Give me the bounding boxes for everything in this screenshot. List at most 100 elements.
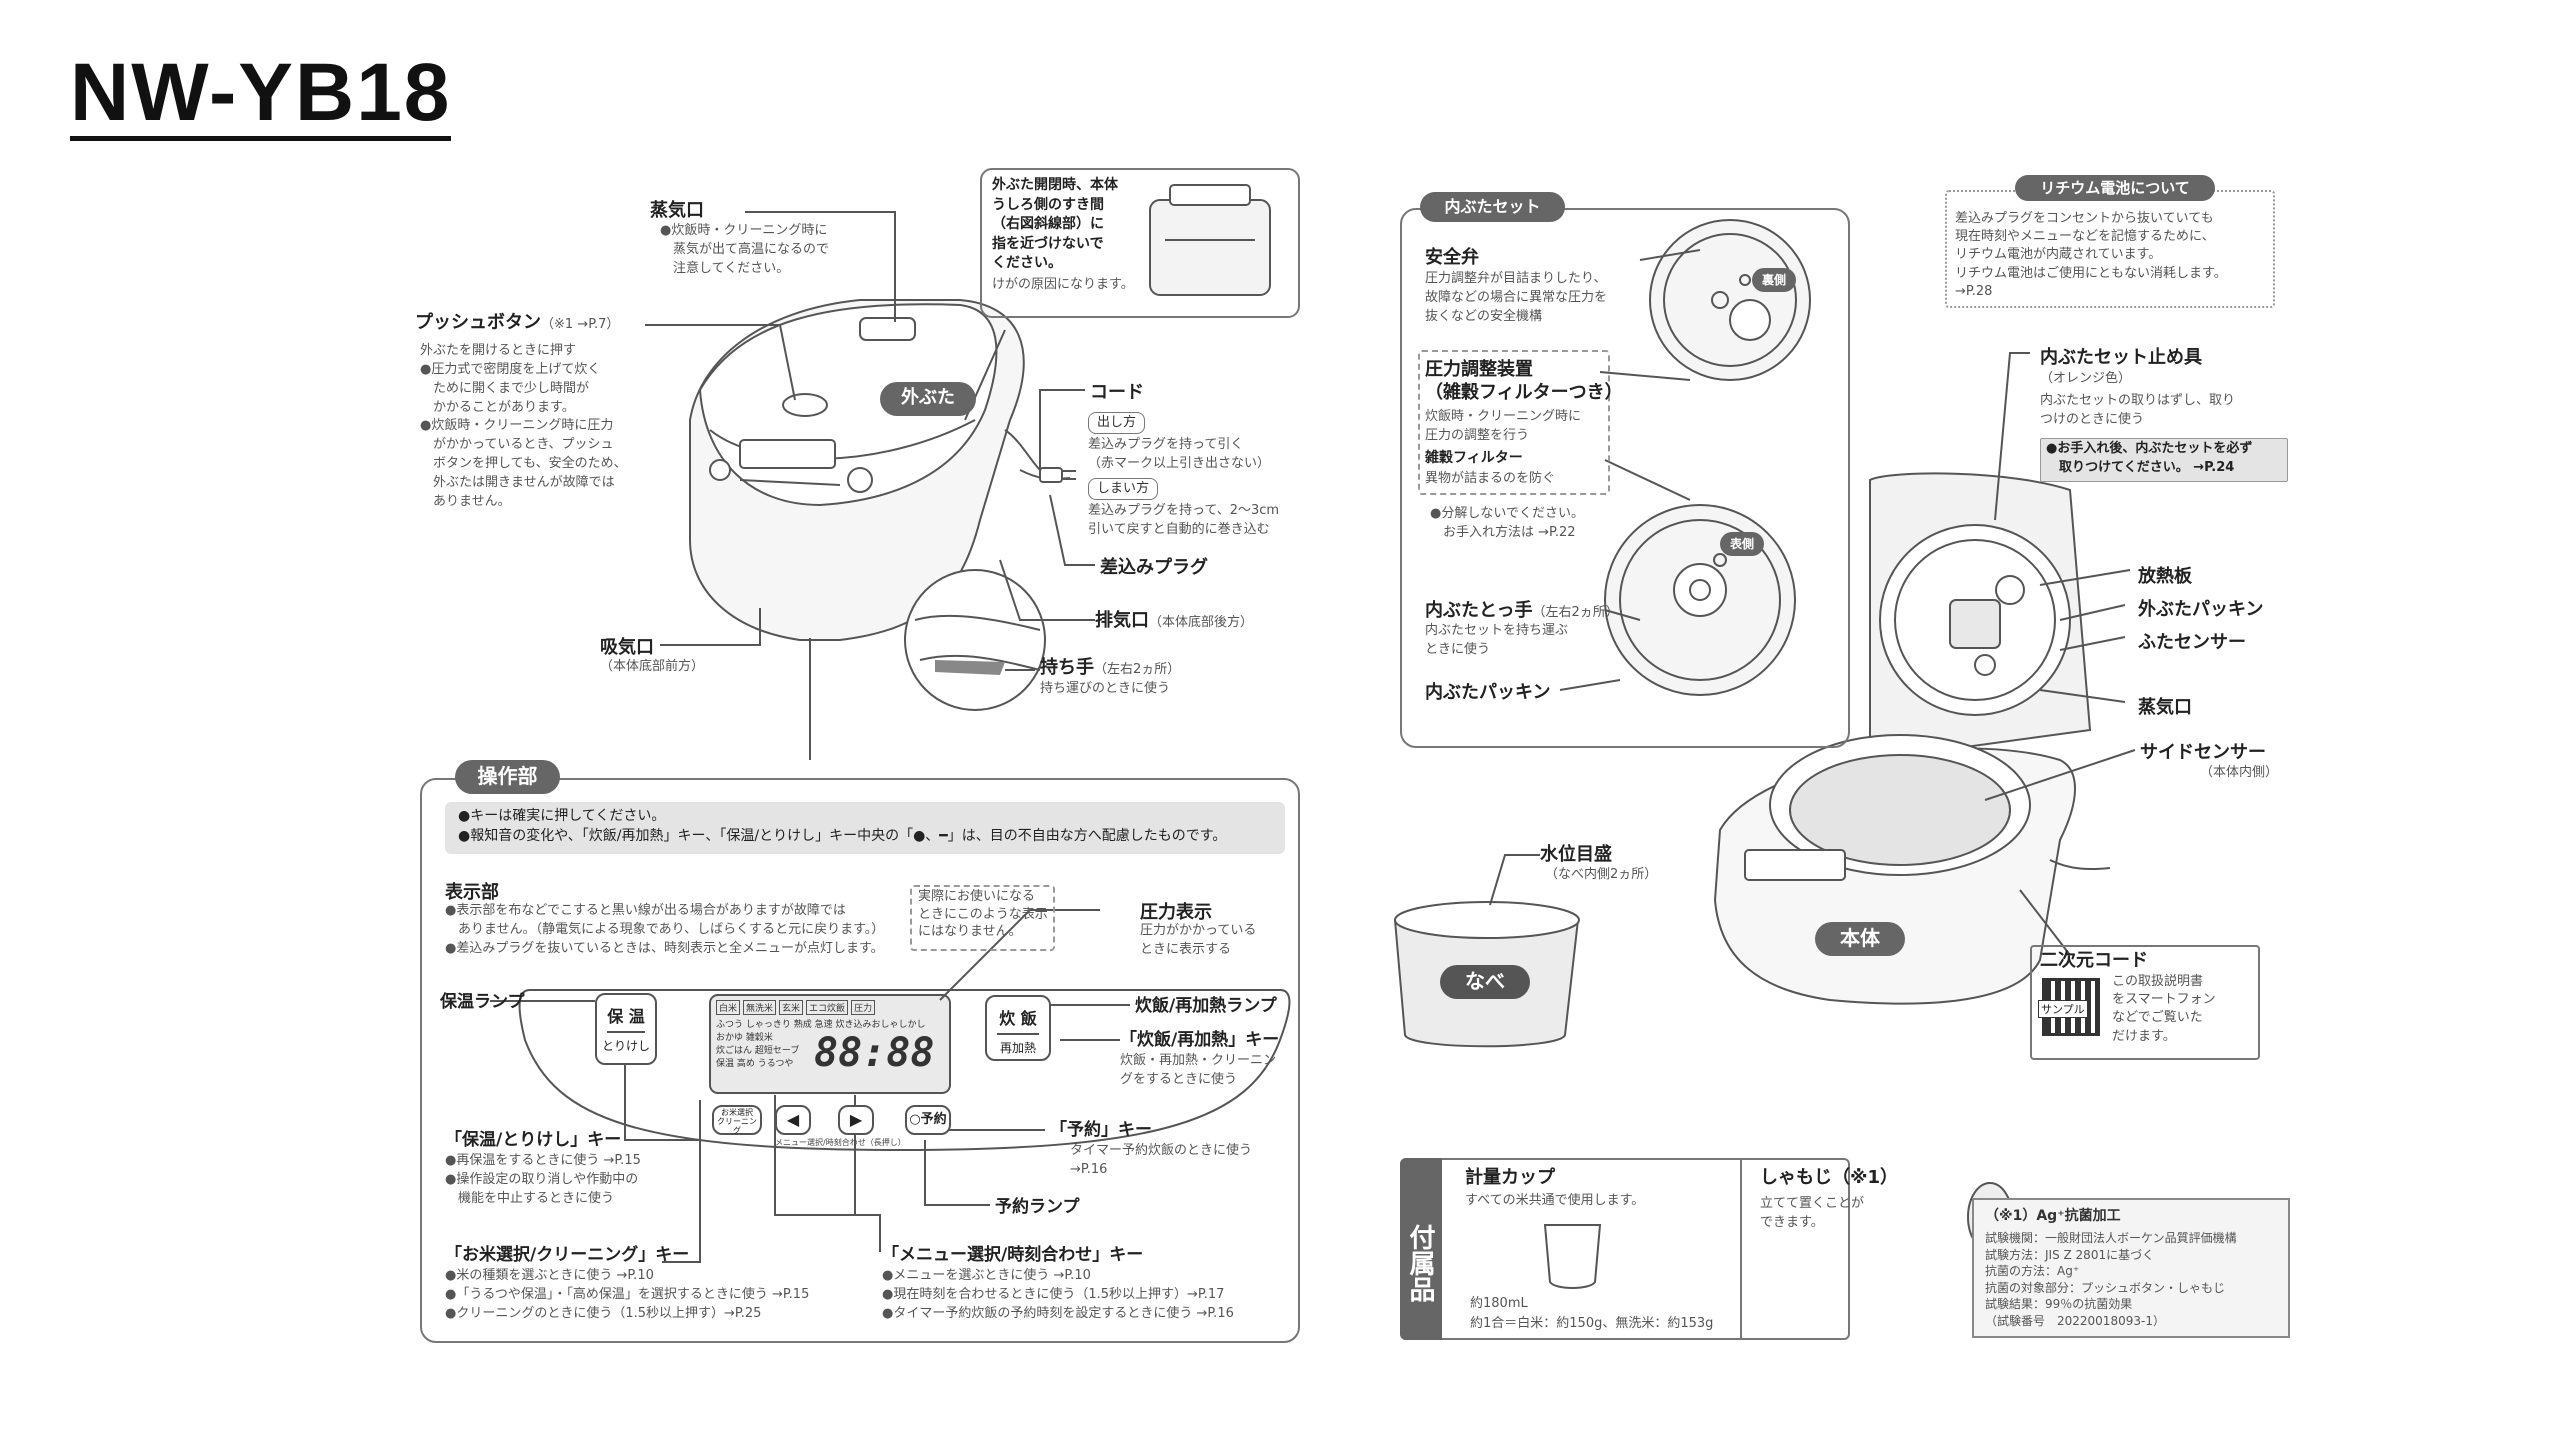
intake-note: （本体底部前方）: [600, 659, 705, 674]
side-sensor-note: （本体内側）: [2200, 765, 2279, 780]
care-note-bg: [2040, 438, 2288, 482]
lcd-time: 88:88: [814, 1030, 935, 1076]
qr-box: [2030, 945, 2260, 1060]
accessories-divider: [1740, 1158, 1742, 1340]
rice-key-desc: ●米の種類を選ぶときに使う →P.10●「うるつや保温」・「高め保温」を選択する…: [445, 1268, 810, 1321]
steam-vent-desc: ●炊飯時・クリーニング時に 蒸気が出て高温になるので 注意してください。: [660, 223, 830, 276]
heat-plate-label: 放熱板: [2138, 566, 2192, 587]
lcd-row: 保温 高め うるつや: [716, 1059, 794, 1069]
lid-stopper-note: （オレンジ色）: [2040, 371, 2132, 386]
menu-button-caption: メニュー選択/時刻合わせ（長押し）: [775, 1138, 906, 1147]
lcd-row: ふつう しゃっきり 熟成 急速 炊き込みおしゃしかし: [716, 1020, 926, 1030]
display-desc: ●表示部を布などでこすると黒い線が出る場合がありますが故障では ありません。（静…: [445, 903, 885, 956]
antibac-box: [1972, 1198, 2290, 1338]
safety-valve-label: 安全弁: [1425, 247, 1479, 268]
cord-in-tag: しまい方: [1088, 478, 1159, 500]
lcd-mode: 圧力: [851, 1000, 876, 1015]
outer-gasket-label: 外ぶたパッキン: [2138, 599, 2264, 620]
cord-out-desc: 差込みプラグを持って引く（赤マーク以上引き出さない）: [1088, 437, 1271, 471]
push-button-label: プッシュボタン（※1 →P.7）: [415, 312, 620, 333]
outer-lid-tag: 外ぶた: [880, 382, 976, 416]
filter-desc: 異物が詰まるのを防ぐ: [1425, 471, 1556, 486]
side-sensor-label: サイドセンサー: [2140, 742, 2266, 763]
pot-tag: なべ: [1440, 965, 1530, 999]
lid-stopper-desc: 内ぶたセットの取りはずし、取りつけのときに使う: [2040, 393, 2236, 427]
triangle-right-icon: ▶: [849, 1110, 863, 1129]
inner-lid-knob-desc: 内ぶたセットを持ち運ぶときに使う: [1425, 623, 1569, 657]
inner-lid-knob-label: 内ぶたとっ手（左右2ヵ所）: [1425, 600, 1619, 621]
plug-label: 差込みプラグ: [1100, 557, 1208, 578]
battery-desc: 差込みプラグをコンセントから抜いていても現在時刻やメニューなどを記憶するために、…: [1955, 211, 2227, 299]
menu-key-label: 「メニュー選択/時刻合わせ」キー: [882, 1245, 1144, 1265]
pressure-display-desc: 圧力がかかっているときに表示する: [1140, 923, 1257, 957]
lcd-mode: 玄米: [779, 1000, 804, 1015]
antibac-title: （※1）Ag⁺抗菌加工: [1985, 1208, 2121, 1224]
no-disassemble-note: ●分解しないでください。 お手入れ方法は →P.22: [1430, 506, 1584, 540]
cook-key-desc: 炊飯・再加熱・クリーニングをするときに使う: [1120, 1053, 1277, 1087]
measuring-cup-label: 計量カップ: [1465, 1167, 1555, 1188]
warning-note: けがの原因になります。: [992, 277, 1134, 292]
care-note: ●お手入れ後、内ぶたセットを必ず 取りつけてください。 →P.24: [2046, 441, 2253, 475]
body-steam-vent-label: 蒸気口: [2138, 697, 2192, 718]
timer-lamp-dot: ○: [909, 1112, 921, 1127]
handle-label: 持ち手（左右2ヵ所）: [1040, 657, 1181, 678]
actual-note-box: [910, 885, 1055, 951]
lcd-row: おかゆ 雑穀米: [716, 1033, 773, 1043]
lcd-mode: エコ炊飯: [806, 1000, 849, 1015]
keep-warm-lamp-label: 保温ランプ: [440, 992, 525, 1012]
body-tag: 本体: [1815, 922, 1905, 956]
lcd-display: 白米 無洗米 玄米 エコ炊飯 圧力 ふつう しゃっきり 熟成 急速 炊き込みおし…: [716, 1000, 946, 1090]
water-level-note: （なべ内側2ヵ所）: [1545, 867, 1658, 882]
inner-lid-section-title: 内ぶたセット: [1420, 192, 1565, 222]
accessories-title: 付属品: [1400, 1158, 1442, 1340]
cord-label: コード: [1090, 382, 1144, 403]
cook-lamp-label: 炊飯/再加熱ランプ: [1135, 996, 1277, 1016]
menu-left-button[interactable]: ◀: [775, 1105, 811, 1135]
intake-label: 吸気口: [600, 637, 654, 658]
back-side-tag: 裏側: [1752, 268, 1796, 292]
warning-box: [980, 168, 1300, 318]
page-title: NW-YB18: [70, 49, 452, 142]
inner-lid-section: [1400, 208, 1850, 748]
panel-notes: ●キーは確実に押してください。●報知音の変化や、「炊飯/再加熱」キー、「保温/と…: [458, 808, 1227, 845]
safety-valve-desc: 圧力調整弁が目詰まりしたり、故障などの場合に異常な圧力を抜くなどの安全機構: [1425, 271, 1608, 324]
pressure-display-label: 圧力表示: [1140, 902, 1212, 923]
measuring-cup-volume: 約180mL: [1470, 1296, 1528, 1311]
panel-section: [420, 778, 1300, 1343]
menu-key-desc: ●メニューを選ぶときに使う →P.10●現在時刻を合わせるときに使う（1.5秒以…: [882, 1268, 1234, 1321]
push-button-desc: 外ぶたを開けるときに押す●圧力式で密閉度を上げて炊く ために開くまで少し時間が …: [420, 343, 627, 509]
cord-out-tag: 出し方: [1088, 412, 1146, 434]
keep-warm-key-label: 「保温/とりけし」キー: [445, 1130, 622, 1150]
menu-right-button[interactable]: ▶: [838, 1105, 874, 1135]
qr-sample-label: サンプル: [2038, 1000, 2088, 1018]
panel-notes-bg: [445, 802, 1285, 854]
actual-note: 実際にお使いになるときにこのような表示にはなりません。: [918, 889, 1048, 940]
lid-sensor-label: ふたセンサー: [2138, 632, 2246, 653]
filter-label: 雑穀フィルター: [1425, 450, 1523, 466]
triangle-left-icon: ◀: [786, 1110, 800, 1129]
paddle-label: しゃもじ（※1）: [1760, 1167, 1899, 1188]
timer-key-label: 「予約」キー: [1050, 1120, 1152, 1140]
battery-title: リチウム電池について: [2015, 175, 2215, 201]
handle-desc: 持ち運びのときに使う: [1040, 681, 1171, 696]
front-side-tag: 表側: [1720, 532, 1764, 556]
rice-select-button[interactable]: お米選択クリーニング: [712, 1105, 762, 1135]
antibac-lines: 試験機関：一般財団法人ボーケン品質評価機構試験方法：JIS Z 2801に基づく…: [1985, 1231, 2237, 1328]
exhaust-label: 排気口（本体底部後方）: [1095, 610, 1254, 631]
panel-section-title: 操作部: [455, 760, 560, 794]
paddle-desc: 立てて置くことができます。: [1760, 1196, 1865, 1230]
lcd-mode: 無洗米: [743, 1000, 777, 1015]
warning-text: 外ぶた開閉時、本体うしろ側のすき間（右図斜線部）に指を近づけないでください。: [992, 177, 1118, 272]
lcd-mode: 白米: [716, 1000, 741, 1015]
display-label: 表示部: [445, 882, 499, 903]
cook-reheat-button[interactable]: 炊 飯 再加熱: [985, 995, 1051, 1061]
measuring-cup-detail: 約1合＝白米：約150g、無洗米：約153g: [1470, 1316, 1714, 1331]
keep-warm-key-desc: ●再保温をするときに使う →P.15●操作設定の取り消しや作動中の 機能を中止す…: [445, 1153, 641, 1206]
keep-warm-button[interactable]: 保 温 とりけし: [595, 993, 657, 1065]
timer-lamp-label: 予約ランプ: [995, 1197, 1080, 1217]
cook-key-label: 「炊飯/再加熱」キー: [1120, 1030, 1280, 1050]
timer-button[interactable]: ○予約: [905, 1105, 951, 1135]
regulator-box: [1418, 350, 1610, 495]
measuring-cup-desc: すべての米共通で使用します。: [1465, 1193, 1645, 1208]
